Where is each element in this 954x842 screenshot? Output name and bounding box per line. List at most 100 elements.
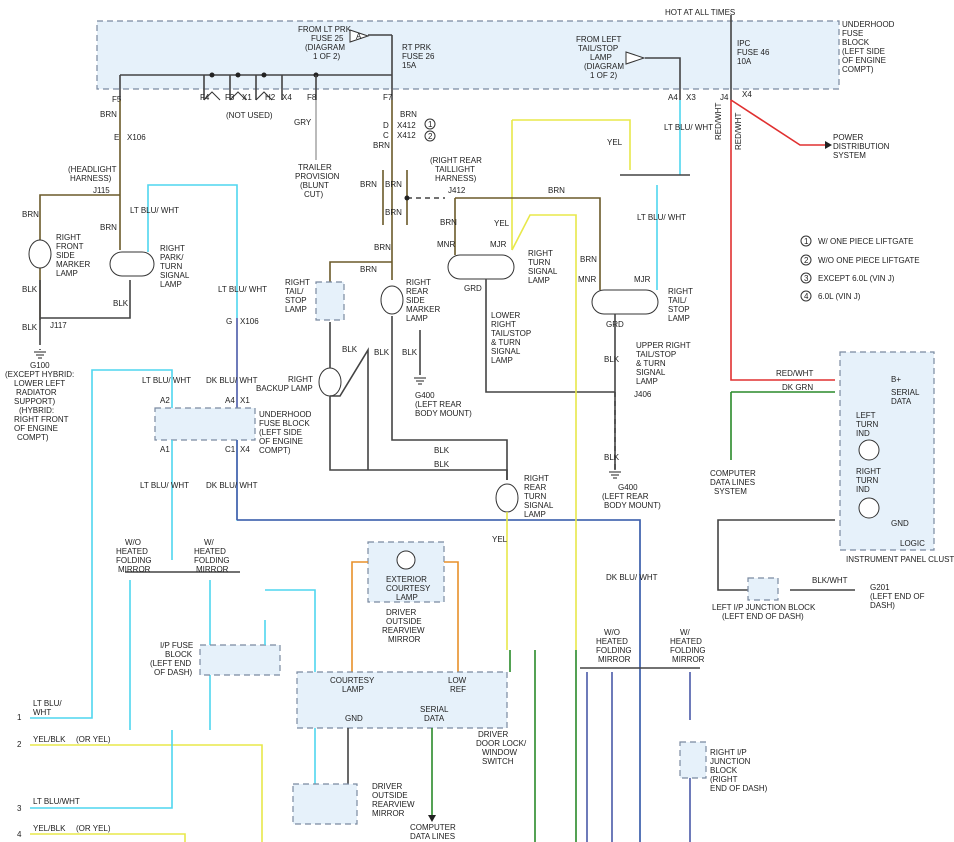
svg-text:RED/WHT: RED/WHT — [734, 113, 743, 150]
svg-text:RIGHT: RIGHT — [160, 244, 185, 253]
svg-text:BLK: BLK — [22, 323, 38, 332]
svg-text:TRAILER: TRAILER — [298, 163, 332, 172]
svg-text:MIRROR: MIRROR — [598, 655, 631, 664]
svg-text:RIGHT: RIGHT — [528, 249, 553, 258]
svg-text:TURN: TURN — [160, 262, 182, 271]
svg-text:FROM LEFT: FROM LEFT — [576, 35, 621, 44]
svg-text:FUSE BLOCK: FUSE BLOCK — [259, 419, 310, 428]
svg-text:COMPT): COMPT) — [17, 433, 49, 442]
svg-text:SERIAL: SERIAL — [891, 388, 920, 397]
right-rear-side-marker-lamp — [380, 285, 404, 315]
svg-text:STOP: STOP — [668, 305, 690, 314]
svg-text:(RIGHT: (RIGHT — [710, 775, 738, 784]
svg-text:UPPER RIGHT: UPPER RIGHT — [636, 341, 691, 350]
svg-text:LOW: LOW — [448, 676, 467, 685]
svg-text:BLK: BLK — [342, 345, 358, 354]
svg-text:EXCEPT 6.0L (VIN J): EXCEPT 6.0L (VIN J) — [818, 274, 895, 283]
svg-text:STOP: STOP — [285, 296, 307, 305]
svg-text:SIGNAL: SIGNAL — [636, 368, 666, 377]
svg-text:(LEFT END OF DASH): (LEFT END OF DASH) — [722, 612, 804, 621]
svg-text:(BLUNT: (BLUNT — [300, 181, 329, 190]
not-used-label: (NOT USED) — [226, 111, 273, 120]
svg-text:(HEADLIGHT: (HEADLIGHT — [68, 165, 117, 174]
svg-text:(LEFT REAR: (LEFT REAR — [415, 400, 462, 409]
svg-text:(LEFT SIDE: (LEFT SIDE — [259, 428, 302, 437]
underhood-fuse-block-2 — [154, 407, 256, 441]
svg-text:GRY: GRY — [294, 118, 312, 127]
svg-text:W/O: W/O — [604, 628, 620, 637]
svg-text:UNDERHOOD: UNDERHOOD — [259, 410, 312, 419]
svg-text:TAIL/: TAIL/ — [285, 287, 304, 296]
right-backup-lamp — [318, 367, 342, 397]
svg-text:BLOCK: BLOCK — [842, 38, 870, 47]
svg-text:1 OF 2): 1 OF 2) — [313, 52, 340, 61]
svg-text:G201: G201 — [870, 583, 890, 592]
svg-text:SIGNAL: SIGNAL — [524, 501, 554, 510]
svg-text:MNR: MNR — [578, 275, 596, 284]
svg-text:LAMP: LAMP — [668, 314, 690, 323]
svg-text:RIGHT: RIGHT — [285, 278, 310, 287]
svg-text:YEL/BLK: YEL/BLK — [33, 824, 66, 833]
right-ip-junction-block — [679, 741, 707, 779]
svg-text:YEL: YEL — [607, 138, 623, 147]
svg-text:SYSTEM: SYSTEM — [833, 151, 866, 160]
svg-text:DATA LINES: DATA LINES — [410, 832, 455, 841]
right-tail-stop-lamp-2 — [591, 289, 659, 315]
svg-text:A2: A2 — [160, 396, 170, 405]
svg-text:DK BLU/ WHT: DK BLU/ WHT — [606, 573, 658, 582]
svg-text:F8: F8 — [307, 93, 317, 102]
svg-text:END OF DASH): END OF DASH) — [710, 784, 768, 793]
svg-text:BLK: BLK — [434, 446, 450, 455]
svg-text:G100: G100 — [30, 361, 50, 370]
svg-text:TAIL/STOP: TAIL/STOP — [636, 350, 676, 359]
svg-text:6.0L (VIN J): 6.0L (VIN J) — [818, 292, 861, 301]
svg-text:W/: W/ — [204, 538, 215, 547]
svg-text:X412: X412 — [397, 131, 416, 140]
right-rear-turn-signal-lamp — [495, 483, 519, 513]
svg-text:G400: G400 — [618, 483, 638, 492]
svg-text:LT BLU/ WHT: LT BLU/ WHT — [637, 213, 686, 222]
svg-text:BLOCK: BLOCK — [710, 766, 738, 775]
svg-text:A: A — [356, 32, 362, 41]
underhood-fuse-block — [96, 20, 840, 90]
svg-text:LT BLU/ WHT: LT BLU/ WHT — [140, 481, 189, 490]
svg-text:W/O: W/O — [125, 538, 141, 547]
svg-text:X4: X4 — [282, 93, 292, 102]
svg-text:MNR: MNR — [437, 240, 455, 249]
svg-text:RIGHT FRONT: RIGHT FRONT — [14, 415, 69, 424]
g100-label: G100(EXCEPT HYBRID:LOWER LEFTRADIATORSUP… — [5, 361, 74, 442]
svg-text:BRN: BRN — [100, 110, 117, 119]
svg-text:DRIVER: DRIVER — [478, 730, 508, 739]
svg-text:JUNCTION: JUNCTION — [710, 757, 751, 766]
svg-text:LAMP: LAMP — [491, 356, 513, 365]
svg-text:LT BLU/: LT BLU/ — [33, 699, 62, 708]
arrow-a-icon — [349, 29, 370, 43]
svg-text:TAIL/STOP: TAIL/STOP — [491, 329, 531, 338]
svg-text:H2: H2 — [265, 93, 276, 102]
svg-text:(LEFT END: (LEFT END — [150, 659, 191, 668]
svg-text:REAR: REAR — [406, 287, 428, 296]
svg-text:SYSTEM: SYSTEM — [714, 487, 747, 496]
svg-text:BLK: BLK — [22, 285, 38, 294]
svg-text:RIGHT: RIGHT — [524, 474, 549, 483]
svg-text:COURTESY: COURTESY — [330, 676, 375, 685]
ipc-fuse-label: IPC FUSE 46 10A — [737, 39, 770, 66]
svg-text:MJR: MJR — [490, 240, 507, 249]
svg-text:W/O ONE PIECE LIFTGATE: W/O ONE PIECE LIFTGATE — [818, 256, 920, 265]
ipc-labels: B+SERIALDATALEFTTURNINDRIGHTTURNINDGNDLO… — [856, 375, 925, 548]
svg-text:BRN: BRN — [400, 110, 417, 119]
svg-text:FOLDING: FOLDING — [670, 646, 706, 655]
svg-text:WINDOW: WINDOW — [482, 748, 518, 757]
svg-text:TURN: TURN — [528, 258, 550, 267]
instrument-panel-cluster — [839, 351, 935, 551]
svg-text:LAMP: LAMP — [396, 593, 418, 602]
svg-text:(EXCEPT HYBRID:: (EXCEPT HYBRID: — [5, 370, 74, 379]
svg-text:A1: A1 — [160, 445, 170, 454]
right-front-side-marker-lamp — [28, 239, 52, 269]
svg-text:MARKER: MARKER — [406, 305, 440, 314]
svg-text:BLK: BLK — [604, 453, 620, 462]
svg-text:REARVIEW: REARVIEW — [372, 800, 415, 809]
arrow-b-icon — [625, 51, 646, 65]
